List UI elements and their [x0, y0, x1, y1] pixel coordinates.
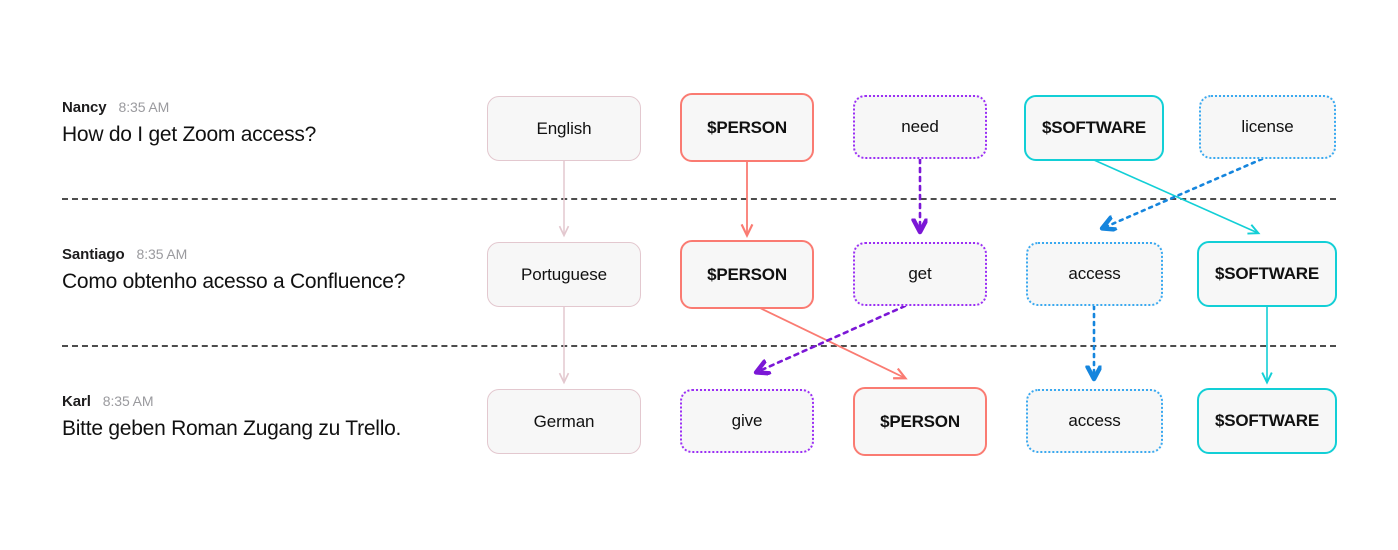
token-row2-verb[interactable]: get — [853, 242, 987, 306]
token-label: German — [533, 411, 595, 431]
token-label: license — [1241, 117, 1294, 136]
token-row3-language[interactable]: German — [487, 389, 641, 454]
message-header: Santiago 8:35 AM — [62, 246, 462, 263]
token-row2-object[interactable]: access — [1026, 242, 1163, 306]
message-text: How do I get Zoom access? — [62, 123, 317, 146]
token-label: $PERSON — [880, 411, 960, 431]
message-header: Karl 8:35 AM — [62, 393, 462, 410]
link-get-give — [757, 304, 907, 372]
token-label: need — [901, 117, 939, 136]
message-timestamp: 8:35 AM — [136, 246, 188, 262]
token-row2-language[interactable]: Portuguese — [487, 242, 641, 307]
message-author: Santiago — [62, 246, 125, 263]
token-row3-software[interactable]: $SOFTWARE — [1197, 388, 1337, 454]
message-santiago: Santiago 8:35 AM Como obtenho acesso a C… — [62, 246, 462, 294]
message-timestamp: 8:35 AM — [118, 99, 170, 115]
message-text: Bitte geben Roman Zugang zu Trello. — [62, 417, 402, 440]
token-row2-software[interactable]: $SOFTWARE — [1197, 241, 1337, 307]
token-label: English — [536, 118, 592, 138]
row-separator-1 — [62, 198, 1336, 200]
token-label: Portuguese — [521, 264, 607, 284]
token-label: $PERSON — [707, 264, 787, 284]
link-license-access — [1103, 157, 1264, 228]
token-label: $SOFTWARE — [1042, 118, 1146, 137]
token-row1-language[interactable]: English — [487, 96, 641, 161]
token-row1-software[interactable]: $SOFTWARE — [1024, 95, 1164, 161]
token-row1-person[interactable]: $PERSON — [680, 93, 814, 162]
token-label: access — [1068, 264, 1121, 283]
message-timestamp: 8:35 AM — [102, 393, 154, 409]
message-karl: Karl 8:35 AM Bitte geben Roman Zugang zu… — [62, 393, 462, 441]
row-separator-2 — [62, 345, 1336, 347]
token-row3-verb[interactable]: give — [680, 389, 814, 453]
message-author: Karl — [62, 393, 91, 410]
token-label: give — [731, 411, 763, 430]
token-label: $SOFTWARE — [1215, 264, 1319, 283]
token-label: $PERSON — [707, 117, 787, 137]
message-nancy: Nancy 8:35 AM How do I get Zoom access? — [62, 99, 462, 147]
message-text: Como obtenho acesso a Confluence? — [62, 270, 406, 293]
token-row1-object[interactable]: license — [1199, 95, 1336, 159]
token-row1-verb[interactable]: need — [853, 95, 987, 159]
token-label: $SOFTWARE — [1215, 411, 1319, 430]
token-label: access — [1068, 411, 1121, 430]
token-row3-person[interactable]: $PERSON — [853, 387, 987, 456]
token-row3-object[interactable]: access — [1026, 389, 1163, 453]
message-author: Nancy — [62, 99, 107, 116]
link-software-software-1 — [1093, 159, 1261, 235]
link-person-person-2 — [759, 307, 908, 380]
token-label: get — [908, 264, 932, 283]
message-header: Nancy 8:35 AM — [62, 99, 462, 116]
token-row2-person[interactable]: $PERSON — [680, 240, 814, 309]
